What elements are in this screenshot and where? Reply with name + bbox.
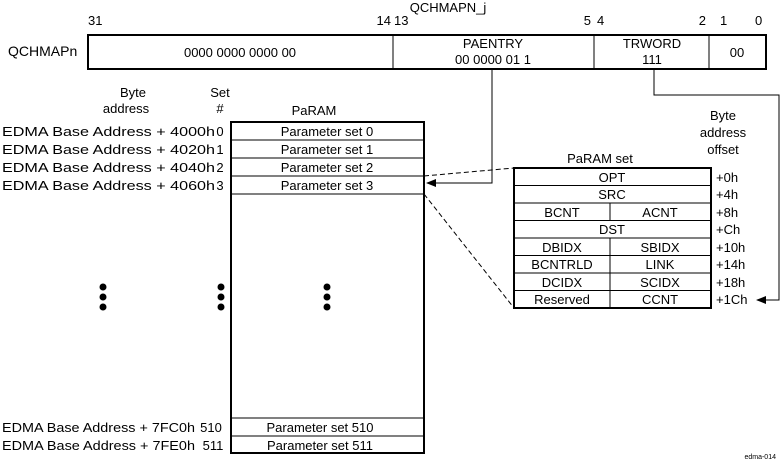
field-paentry-value: 00 0000 01 1 <box>455 52 531 67</box>
param-set-scidx: SCIDX <box>640 275 680 290</box>
param-set-box <box>513 167 712 309</box>
field-reserved-high: 0000 0000 0000 00 <box>184 45 296 60</box>
header-param: PaRAM <box>292 103 337 118</box>
offset-10: +10h <box>716 240 745 255</box>
bit-1: 1 <box>720 13 727 28</box>
row-address-510: EDMA Base Address + 7FC0h <box>2 420 195 435</box>
bit-5: 5 <box>584 13 591 28</box>
offset-c: +Ch <box>716 222 740 237</box>
param-set-sbidx: SBIDX <box>640 240 679 255</box>
figure-id: edma-014 <box>744 454 776 461</box>
paentry-arrow <box>426 69 493 187</box>
row-set-3: 3 <box>216 178 223 193</box>
dashed-line-bottom <box>423 193 515 309</box>
row-label-510: Parameter set 510 <box>267 420 374 435</box>
ellipsis-address <box>99 283 107 311</box>
field-reserved-low: 00 <box>730 45 744 60</box>
row-label-1: Parameter set 1 <box>281 142 374 157</box>
row-address-1: EDMA Base Address + 4020h <box>2 142 215 157</box>
header-offset-1: Byte <box>710 108 736 123</box>
offset-4: +4h <box>716 187 738 202</box>
param-set-dcidx: DCIDX <box>542 275 583 290</box>
bit-31: 31 <box>88 13 102 28</box>
field-trword-value: 111 <box>642 52 662 67</box>
offset-1c: +1Ch <box>716 292 747 307</box>
param-box <box>230 121 425 454</box>
row-label-0: Parameter set 0 <box>281 124 374 139</box>
register-name: QCHMAPn <box>8 43 77 59</box>
param-set-bcntrld: BCNTRLD <box>531 257 592 272</box>
offset-8: +8h <box>716 205 738 220</box>
row-set-2: 2 <box>216 160 223 175</box>
bit-14: 14 <box>377 13 391 28</box>
param-set-reserved: Reserved <box>534 292 590 307</box>
header-offset-3: offset <box>707 142 739 157</box>
field-trword-name: TRWORD <box>623 36 681 51</box>
row-set-511: 511 <box>203 438 224 453</box>
bit-2: 2 <box>699 13 706 28</box>
param-set-ccnt: CCNT <box>642 292 678 307</box>
row-address-3: EDMA Base Address + 4060h <box>2 178 215 193</box>
register-title: QCHMAPN_j <box>410 0 487 15</box>
header-byte-address-1: Byte <box>120 85 146 100</box>
row-label-2: Parameter set 2 <box>281 160 374 175</box>
offset-14: +14h <box>716 257 745 272</box>
bit-0: 0 <box>755 13 762 28</box>
row-address-2: EDMA Base Address + 4040h <box>2 160 215 175</box>
field-paentry-name: PAENTRY <box>463 36 524 51</box>
param-set-src: SRC <box>598 187 625 202</box>
dashed-line-top <box>423 167 515 177</box>
param-set-acnt: ACNT <box>642 205 677 220</box>
ellipsis-param <box>323 283 331 311</box>
register-box <box>87 34 767 70</box>
row-address-0: EDMA Base Address + 4000h <box>2 124 215 139</box>
row-label-3: Parameter set 3 <box>281 178 374 193</box>
trword-arrow <box>653 69 780 304</box>
row-set-0: 0 <box>216 124 223 139</box>
header-set-1: Set <box>210 85 230 100</box>
param-set-link: LINK <box>646 257 675 272</box>
param-set-dst: DST <box>599 222 625 237</box>
header-param-set: PaRAM set <box>567 151 633 166</box>
bit-4: 4 <box>597 13 604 28</box>
header-byte-address-2: address <box>103 101 150 116</box>
param-set-bcnt: BCNT <box>544 205 579 220</box>
row-set-1: 1 <box>216 142 223 157</box>
param-set-opt: OPT <box>599 170 626 185</box>
row-address-511: EDMA Base Address + 7FE0h <box>2 438 195 453</box>
offset-0: +0h <box>716 170 738 185</box>
ellipsis-set <box>217 283 225 311</box>
bit-13: 13 <box>394 13 408 28</box>
offset-18: +18h <box>716 275 745 290</box>
header-set-2: # <box>216 101 224 116</box>
header-offset-2: address <box>700 125 747 140</box>
row-label-511: Parameter set 511 <box>267 438 373 453</box>
param-set-dbidx: DBIDX <box>542 240 582 255</box>
row-set-510: 510 <box>200 420 222 435</box>
